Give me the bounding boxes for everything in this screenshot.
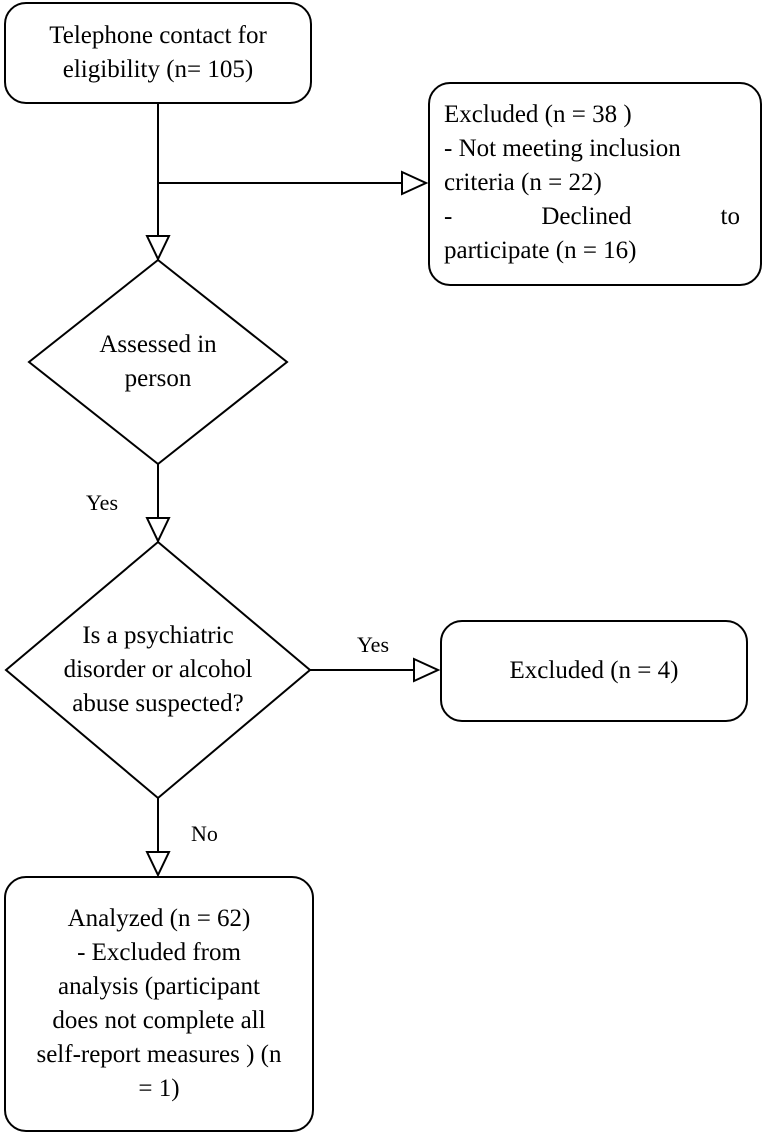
node-assessed-in-person: Assessed in person — [59, 320, 257, 404]
node-analyzed-line-1: Analyzed (n = 62) — [67, 905, 251, 932]
node-telephone-line-2: eligibility (n= 105) — [62, 56, 254, 83]
node-telephone-contact: Telephone contact for eligibility (n= 10… — [4, 2, 312, 104]
arrowhead-assessed — [145, 235, 171, 262]
node-excluded-second: Excluded (n = 4) — [440, 620, 748, 722]
node-psychiatric-line-1: Is a psychiatric — [82, 622, 234, 649]
node-analyzed-line-5: self-report measures ) (n — [36, 1041, 282, 1068]
node-psychiatric-question: Is a psychiatric disorder or alcohol abu… — [18, 616, 298, 724]
arrowhead-analyzed — [145, 851, 171, 878]
node-excluded-first-line-3: criteria (n = 22) — [444, 169, 602, 196]
node-excluded-first-line-2: - Not meeting inclusion — [444, 135, 681, 162]
arrowhead-excluded-second — [413, 657, 441, 683]
node-excluded-first-line-1: Excluded (n = 38 ) — [444, 101, 632, 128]
node-psychiatric-line-2: disorder or alcohol — [63, 656, 253, 683]
node-analyzed: Analyzed (n = 62) - Excluded from analys… — [4, 876, 314, 1132]
node-excluded-first-line-4: - Declined to — [444, 203, 740, 230]
edge-label-psychiatric-yes: Yes — [357, 632, 390, 657]
arrowhead-excluded-first — [401, 170, 429, 196]
node-excluded-second-line-1: Excluded (n = 4) — [509, 657, 679, 684]
node-analyzed-line-4: does not complete all — [52, 1007, 266, 1034]
node-analyzed-line-6: = 1) — [138, 1075, 180, 1102]
node-analyzed-line-3: analysis (participant — [57, 973, 260, 1000]
node-analyzed-line-2: - Excluded from — [77, 939, 241, 966]
node-assessed-line-2: person — [124, 365, 192, 392]
arrowhead-psychiatric — [145, 517, 171, 544]
node-psychiatric-line-3: abuse suspected? — [72, 690, 244, 717]
node-assessed-line-1: Assessed in — [99, 331, 217, 358]
node-telephone-line-1: Telephone contact for — [49, 22, 267, 49]
node-excluded-first-line-5: participate (n = 16) — [444, 237, 637, 264]
edge-label-assessed-yes: Yes — [86, 490, 119, 515]
edge-label-psychiatric-no: No — [191, 821, 218, 846]
node-excluded-first: Excluded (n = 38 ) - Not meeting inclusi… — [428, 82, 762, 286]
